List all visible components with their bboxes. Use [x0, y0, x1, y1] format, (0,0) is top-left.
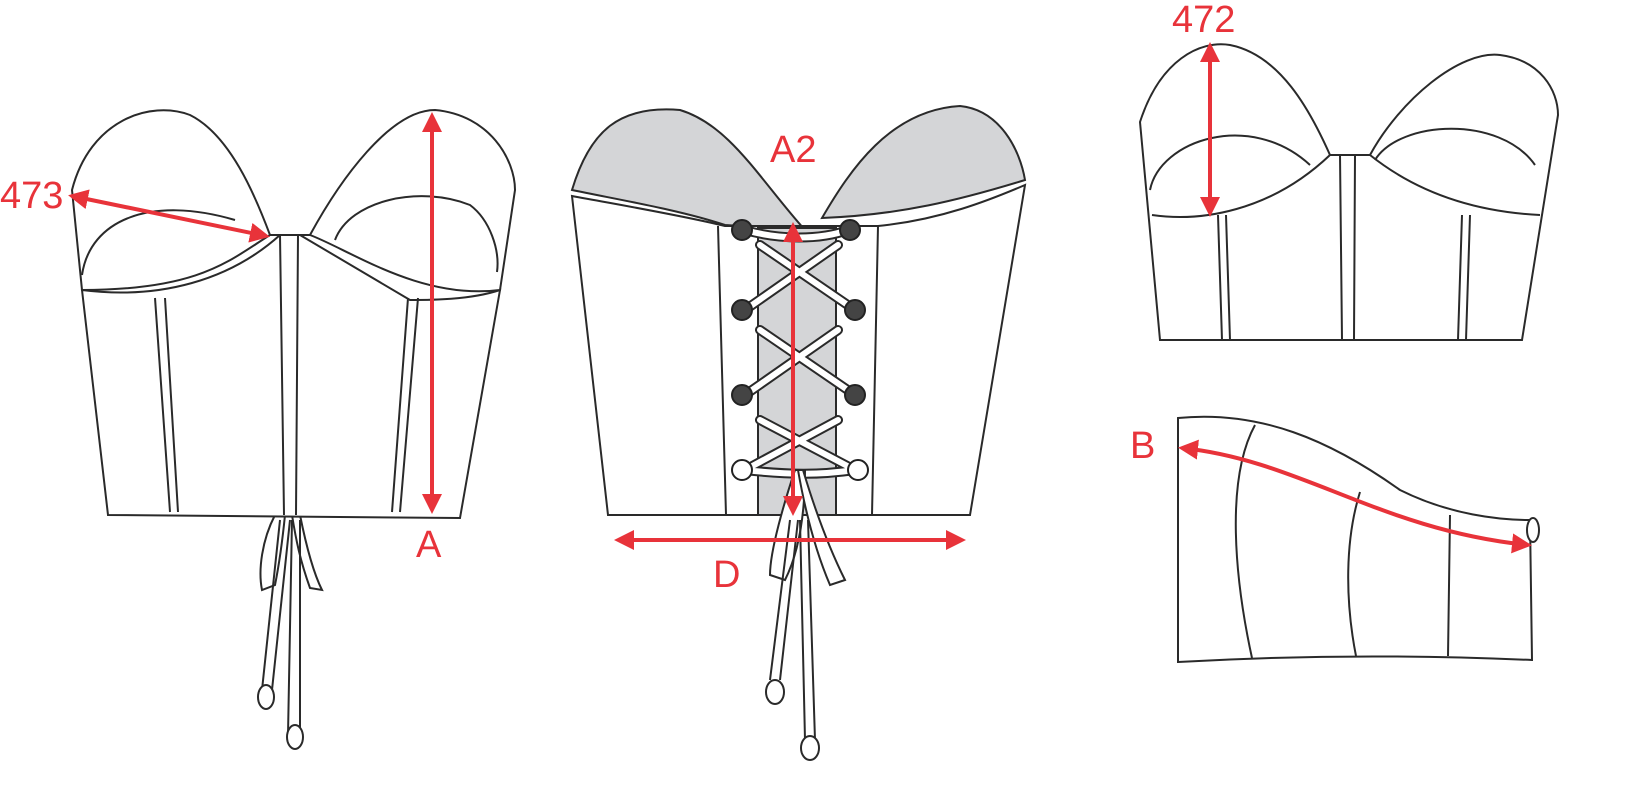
cup-detail-view — [1138, 43, 1560, 341]
front-view — [70, 108, 517, 750]
back-left-cup — [570, 108, 808, 232]
label-D: D — [713, 554, 740, 596]
back-view — [570, 104, 1027, 761]
label-B: B — [1130, 425, 1155, 467]
label-A2: A2 — [770, 129, 816, 171]
measurement-arrows — [68, 42, 1532, 554]
label-473: 473 — [0, 175, 63, 217]
label-A: A — [416, 524, 442, 566]
front-right-cup — [308, 108, 517, 293]
label-472: 472 — [1172, 0, 1235, 41]
back-right-cup — [820, 104, 1027, 220]
arrow-B — [1178, 439, 1532, 554]
eyelets — [731, 219, 869, 481]
front-ties — [257, 514, 324, 750]
arrow-473 — [68, 189, 270, 243]
